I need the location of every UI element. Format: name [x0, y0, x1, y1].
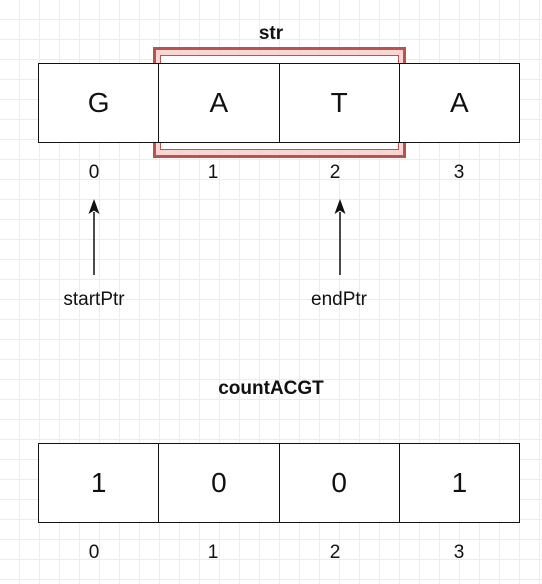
str-array: G A T A: [38, 63, 520, 143]
count-index-1: 1: [207, 542, 219, 563]
count-cell-1: 0: [158, 444, 278, 522]
count-cell-0: 1: [90, 467, 107, 498]
count-title: countACGT: [218, 378, 324, 399]
end-pointer-label: endPtr: [311, 289, 367, 310]
count-array: 1 0 0 1: [38, 443, 520, 523]
start-pointer-label: startPtr: [63, 289, 125, 310]
str-index-0: 0: [88, 162, 100, 183]
count-cell-3: 1: [398, 444, 519, 522]
start-pointer-arrow: [88, 199, 100, 275]
str-cell-3: A: [398, 64, 519, 142]
str-index-2: 2: [329, 162, 341, 183]
str-title: str: [258, 23, 284, 44]
count-cell-2: 0: [278, 444, 399, 522]
count-index-3: 3: [453, 542, 465, 563]
end-pointer-arrow: [334, 199, 346, 275]
str-index-1: 1: [207, 162, 219, 183]
str-cell-1: A: [158, 64, 278, 142]
count-index-0: 0: [88, 542, 100, 563]
str-index-3: 3: [453, 162, 465, 183]
str-cell-0: G: [87, 87, 110, 118]
count-index-2: 2: [329, 542, 341, 563]
str-cell-2: T: [278, 64, 399, 142]
